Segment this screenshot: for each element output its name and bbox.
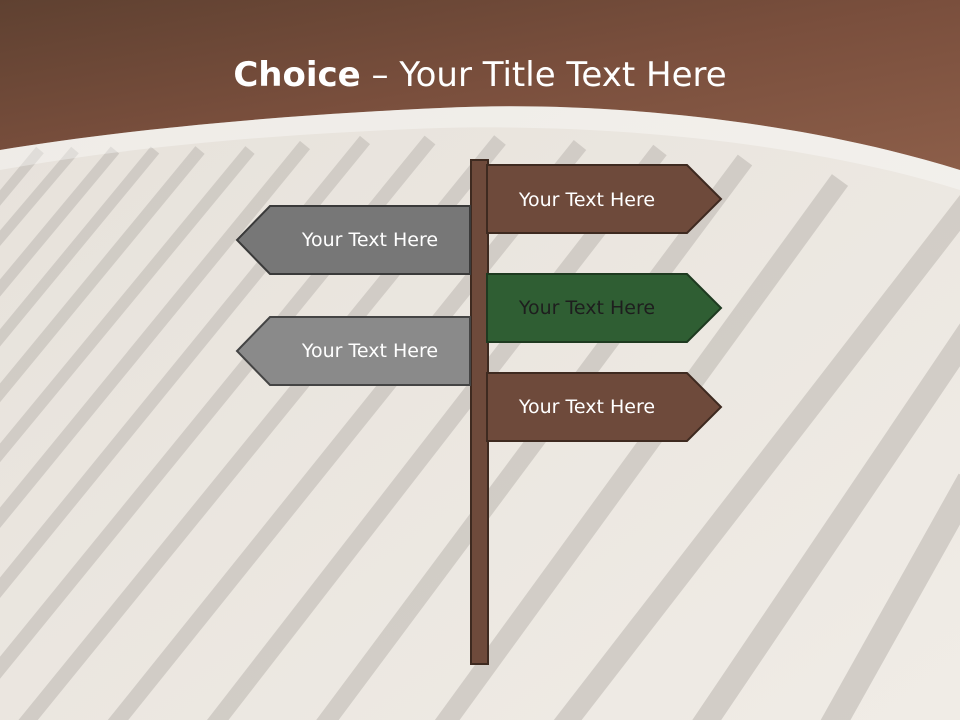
sign-label-4: Your Text Here xyxy=(301,340,439,362)
sign-arrow-1 xyxy=(486,164,723,234)
sign-arrow-5 xyxy=(486,372,723,442)
sign-arrow-4 xyxy=(235,316,471,386)
sign-label-1: Your Text Here xyxy=(518,189,656,211)
sign-label-5: Your Text Here xyxy=(518,396,656,418)
slide-title: Choice – Your Title Text Here xyxy=(0,52,960,98)
sign-label-3: Your Text Here xyxy=(518,297,656,319)
sign-arrow-3 xyxy=(486,273,723,343)
header-translucent-arc xyxy=(0,106,960,190)
title-rest: – Your Title Text Here xyxy=(360,55,727,95)
signpost-pole xyxy=(470,159,489,665)
sign-arrow-2 xyxy=(235,205,471,275)
sign-label-2: Your Text Here xyxy=(301,229,439,251)
title-bold: Choice xyxy=(233,55,361,95)
header-band xyxy=(0,0,960,170)
